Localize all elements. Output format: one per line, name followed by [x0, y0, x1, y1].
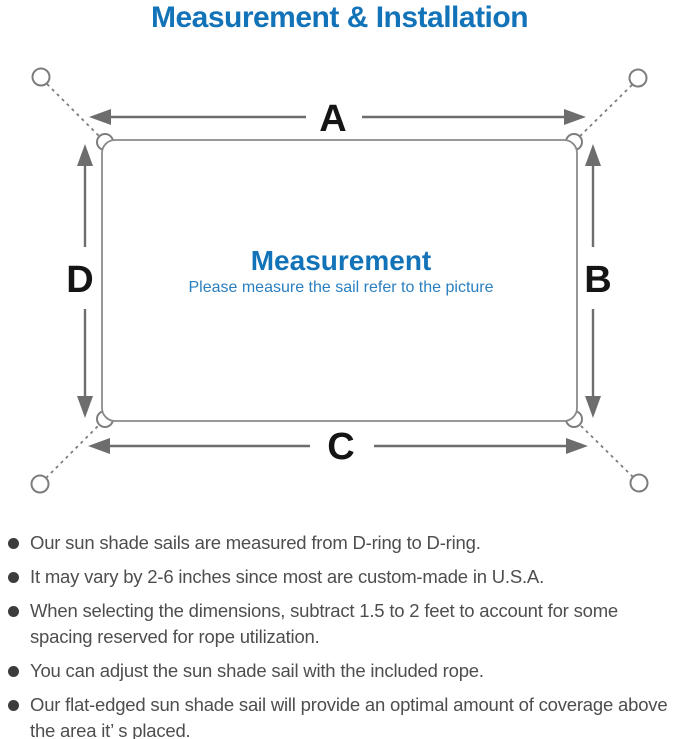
bullet-dot-icon: [8, 571, 19, 583]
diagram-center-heading: Measurement: [251, 245, 432, 276]
dimension-label-a: A: [319, 98, 346, 140]
shade-sail-measurement-diagram: A B C D Measurement Please measure the s…: [30, 67, 649, 494]
dimension-label-b: B: [584, 259, 611, 301]
bullet-dot-icon: [8, 699, 19, 711]
note-text: It may vary by 2-6 inches since most are…: [30, 566, 545, 587]
bullet-dot-icon: [8, 665, 19, 677]
shade-sail-rect: [101, 139, 578, 422]
page-title: Measurement & Installation: [150, 1, 529, 34]
dimension-arrow-left: [77, 144, 93, 418]
rope-line-bottom-right: [574, 419, 634, 478]
list-item: Our flat-edged sun shade sail will provi…: [8, 692, 673, 739]
dimension-label-c: C: [327, 426, 354, 468]
note-text: When selecting the dimensions, subtract …: [30, 600, 619, 647]
bullet-dot-icon: [8, 537, 19, 549]
dimension-arrow-right: [585, 144, 601, 418]
dimension-label-d: D: [66, 259, 93, 301]
anchor-circle-top-left: [31, 67, 51, 87]
note-text: Our flat-edged sun shade sail will provi…: [30, 694, 668, 739]
diagram-center-caption: Please measure the sail refer to the pic…: [188, 279, 493, 296]
list-item: Our sun shade sails are measured from D-…: [8, 530, 673, 556]
anchor-circle-bottom-right: [629, 473, 649, 493]
anchor-points: [30, 67, 649, 494]
note-text: Our sun shade sails are measured from D-…: [30, 532, 481, 553]
list-item: You can adjust the sun shade sail with t…: [8, 658, 673, 684]
list-item: When selecting the dimensions, subtract …: [8, 598, 673, 650]
note-text: You can adjust the sun shade sail with t…: [30, 660, 484, 681]
anchor-circle-top-right: [628, 68, 648, 88]
rope-line-bottom-left: [45, 419, 105, 479]
anchor-circle-bottom-left: [30, 474, 50, 494]
list-item: It may vary by 2-6 inches since most are…: [8, 564, 673, 590]
bullet-dot-icon: [8, 605, 19, 617]
measurement-notes-list: Our sun shade sails are measured from D-…: [8, 530, 673, 739]
dimension-arrow-bottom: [88, 438, 588, 454]
rope-line-top-left: [46, 83, 105, 142]
dimension-arrow-top: [89, 109, 586, 125]
rope-line-top-right: [574, 84, 633, 142]
